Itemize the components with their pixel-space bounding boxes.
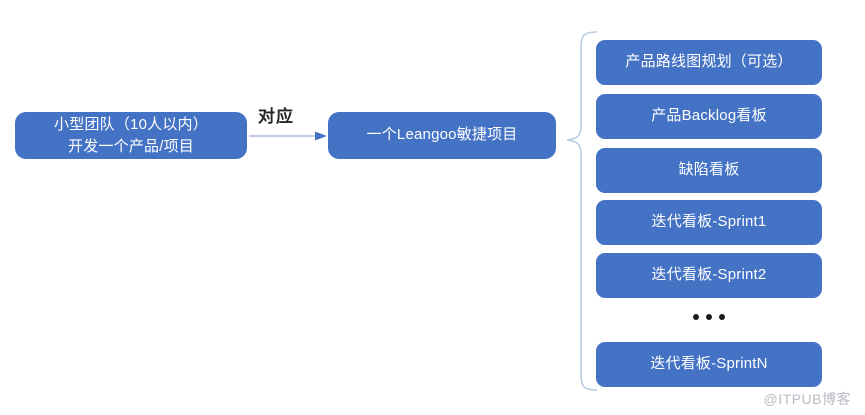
board-label: 迭代看板-SprintN (650, 355, 768, 373)
ellipsis-dot (706, 314, 712, 320)
board-node-product-roadmap[interactable]: 产品路线图规划（可选） (596, 40, 822, 85)
middle-node-label: 一个Leangoo敏捷项目 (366, 126, 518, 144)
middle-node-leangoo-project[interactable]: 一个Leangoo敏捷项目 (328, 112, 556, 159)
arrow-right-icon (249, 131, 327, 141)
board-node-sprint1[interactable]: 迭代看板-Sprint1 (596, 200, 822, 245)
board-node-sprint2[interactable]: 迭代看板-Sprint2 (596, 253, 822, 298)
board-label: 产品路线图规划（可选） (625, 53, 793, 71)
board-label: 缺陷看板 (678, 161, 740, 179)
watermark: @ITPUB博客 (763, 391, 851, 407)
ellipsis-dot (693, 314, 699, 320)
source-node-line-1: 小型团队（10人以内） (54, 115, 208, 133)
board-node-defects[interactable]: 缺陷看板 (596, 148, 822, 193)
source-node-small-team[interactable]: 小型团队（10人以内） 开发一个产品/项目 (15, 112, 247, 159)
ellipsis-dot (719, 314, 725, 320)
boards-ellipsis-icon (596, 305, 822, 329)
board-label: 迭代看板-Sprint2 (651, 266, 767, 284)
arrow-label-correspond: 对应 (258, 107, 294, 126)
curly-brace-icon (566, 31, 598, 391)
board-label: 产品Backlog看板 (651, 107, 767, 125)
board-node-sprintN[interactable]: 迭代看板-SprintN (596, 342, 822, 387)
board-node-product-backlog[interactable]: 产品Backlog看板 (596, 94, 822, 139)
source-node-line-2: 开发一个产品/项目 (68, 137, 194, 155)
board-label: 迭代看板-Sprint1 (651, 213, 767, 231)
